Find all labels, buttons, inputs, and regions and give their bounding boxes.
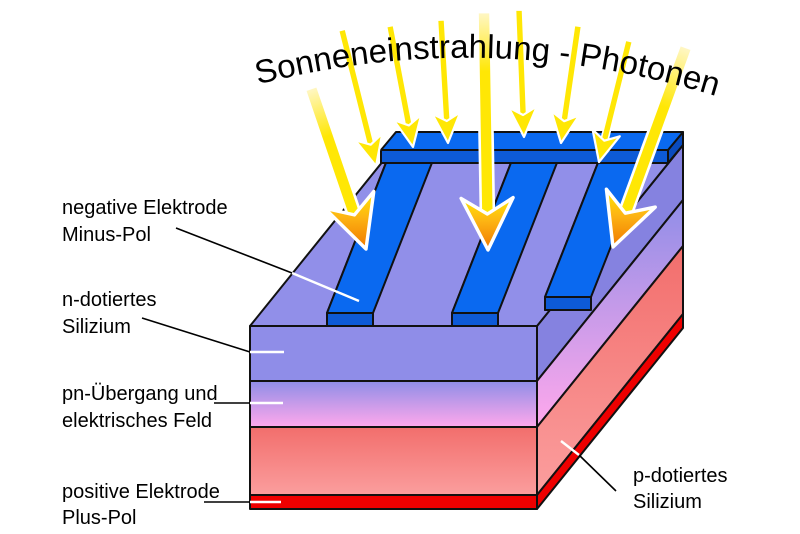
leader-p-silicon-tip: [560, 440, 580, 456]
photon-arrow-thin-3: [431, 18, 462, 145]
leader-negative-electrode-tip: [291, 271, 360, 303]
label-positive-electrode-line2: Plus-Pol: [62, 507, 136, 529]
arrow-head: [431, 111, 462, 145]
arrow-head: [550, 110, 581, 145]
finger3-cap: [544, 296, 592, 311]
label-negative-electrode-line2: Minus-Pol: [62, 224, 151, 246]
label-n-silicon-line2: Silizium: [62, 316, 131, 338]
busbar-top: [380, 131, 684, 151]
label-negative-electrode-line1: negative Elektrode: [62, 197, 228, 219]
arrow-head: [459, 195, 515, 252]
label-n-silicon-line1: n-dotiertes: [62, 289, 157, 311]
leader-n-silicon: [141, 317, 251, 353]
busbar-front: [380, 149, 669, 164]
positive-electrode-side: [536, 313, 684, 510]
leader-lines: [141, 227, 617, 504]
arrow-head: [392, 113, 423, 149]
arrow-head: [322, 189, 376, 251]
photon-arrow-thick-2: [459, 10, 515, 252]
photon-arrow-thick-1: [303, 84, 376, 251]
arrow-head: [507, 105, 538, 139]
arrow-head: [604, 187, 657, 249]
positive-electrode-front: [249, 494, 538, 510]
pn-junction-layer-front: [249, 380, 538, 428]
photon-arrow-thin-2: [385, 24, 423, 149]
finger2-cap: [451, 312, 499, 327]
arrow-head: [591, 128, 621, 164]
solar-cell-body: [249, 131, 684, 510]
arrow-shaft: [303, 84, 364, 224]
photon-arrow-thick-3: [604, 43, 694, 249]
finger1-cap: [326, 312, 374, 327]
label-pn-junction-line1: pn-Übergang und: [62, 383, 218, 405]
label-positive-electrode-line1: positive Elektrode: [62, 481, 220, 503]
leader-p-silicon: [578, 454, 617, 492]
label-pn-junction-line2: elektrisches Feld: [62, 410, 212, 432]
photon-arrows: [303, 9, 694, 252]
layer-labels: negative Elektrode Minus-Pol n-dotiertes…: [62, 197, 728, 529]
photon-arrow-thin-5: [550, 24, 583, 145]
n-silicon-layer-front: [249, 325, 538, 382]
label-p-silicon-line1: p-dotiertes: [633, 465, 728, 487]
photon-arrow-thin-4: [507, 9, 538, 139]
photon-arrow-thin-6: [591, 39, 634, 164]
leader-negative-electrode: [175, 227, 293, 274]
p-silicon-layer-front: [249, 426, 538, 496]
arrow-head: [354, 132, 384, 168]
photon-arrow-thin-1: [337, 28, 384, 168]
label-p-silicon-line2: Silizium: [633, 491, 702, 513]
